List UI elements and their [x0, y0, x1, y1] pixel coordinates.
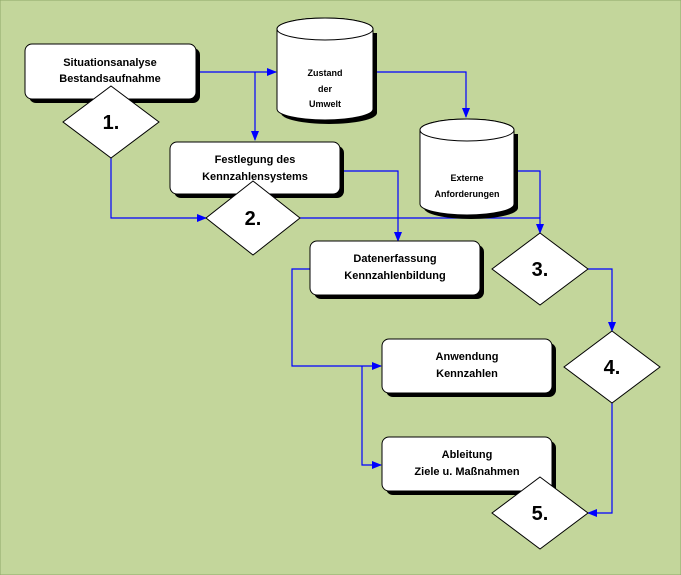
box-line: Kennzahlensystems — [202, 171, 308, 183]
process-box-datenerfassung: Datenerfassung Kennzahlenbildung — [309, 240, 484, 299]
diamond-body — [563, 330, 661, 404]
connector-step1-to-step2 — [110, 158, 207, 222]
box-line: Ableitung — [442, 449, 493, 461]
step-number: 1. — [103, 112, 120, 134]
diamond-body — [491, 232, 589, 306]
diamond-body — [205, 180, 301, 256]
cylinder-top — [276, 17, 374, 41]
cylinder-line: Zustand — [308, 68, 343, 78]
step-number: 4. — [604, 357, 621, 379]
box-line: Datenerfassung — [353, 253, 436, 265]
decision-step-1: 1. — [62, 85, 160, 159]
decision-step-4: 4. — [563, 330, 661, 404]
box-body — [309, 240, 481, 296]
connectors — [110, 68, 616, 517]
decision-step-2: 2. — [205, 180, 301, 256]
data-store-zustand-umwelt: Zustand der Umwelt — [276, 17, 377, 124]
process-box-situationsanalyse: Situationsanalyse Bestandsaufnahme — [24, 43, 200, 103]
cylinder-line: Anforderungen — [435, 189, 500, 199]
box-line: Situationsanalyse — [63, 57, 157, 69]
connector-zustand-to-externe — [376, 71, 470, 118]
box-line: Anwendung — [436, 351, 499, 363]
cylinder-line: der — [318, 84, 333, 94]
diamond-body — [62, 85, 160, 159]
box-line: Kennzahlenbildung — [344, 270, 445, 282]
box-line: Festlegung des — [215, 154, 296, 166]
step-number: 2. — [245, 208, 262, 230]
connector-festlegung-to-datenerfassung — [340, 170, 402, 242]
connector-to-ableitung — [361, 366, 382, 469]
box-body — [381, 338, 553, 394]
box-line: Ziele u. Maßnahmen — [414, 466, 519, 478]
decision-step-5: 5. — [491, 476, 589, 550]
process-box-festlegung: Festlegung des Kennzahlensystems — [169, 141, 344, 198]
data-store-externe-anforderungen: Externe Anforderungen — [419, 118, 518, 219]
connector-step3-to-step4 — [588, 268, 616, 332]
process-box-anwendung: Anwendung Kennzahlen — [381, 338, 556, 397]
connector-datenerfassung-to-anwendung — [291, 268, 382, 370]
box-line: Bestandsaufnahme — [59, 73, 160, 85]
step-number: 5. — [532, 503, 549, 525]
connector-step4-to-step5 — [587, 402, 613, 517]
box-line: Kennzahlen — [436, 368, 498, 380]
cylinder-line: Externe — [450, 173, 483, 183]
connector-externe-to-step3 — [515, 170, 541, 218]
cylinder-line: Umwelt — [309, 99, 341, 109]
cylinder-top — [419, 118, 515, 142]
box-body — [381, 436, 553, 492]
diamond-body — [491, 476, 589, 550]
step-number: 3. — [532, 259, 549, 281]
decision-step-3: 3. — [491, 232, 589, 306]
process-box-ableitung: Ableitung Ziele u. Maßnahmen — [381, 436, 556, 495]
